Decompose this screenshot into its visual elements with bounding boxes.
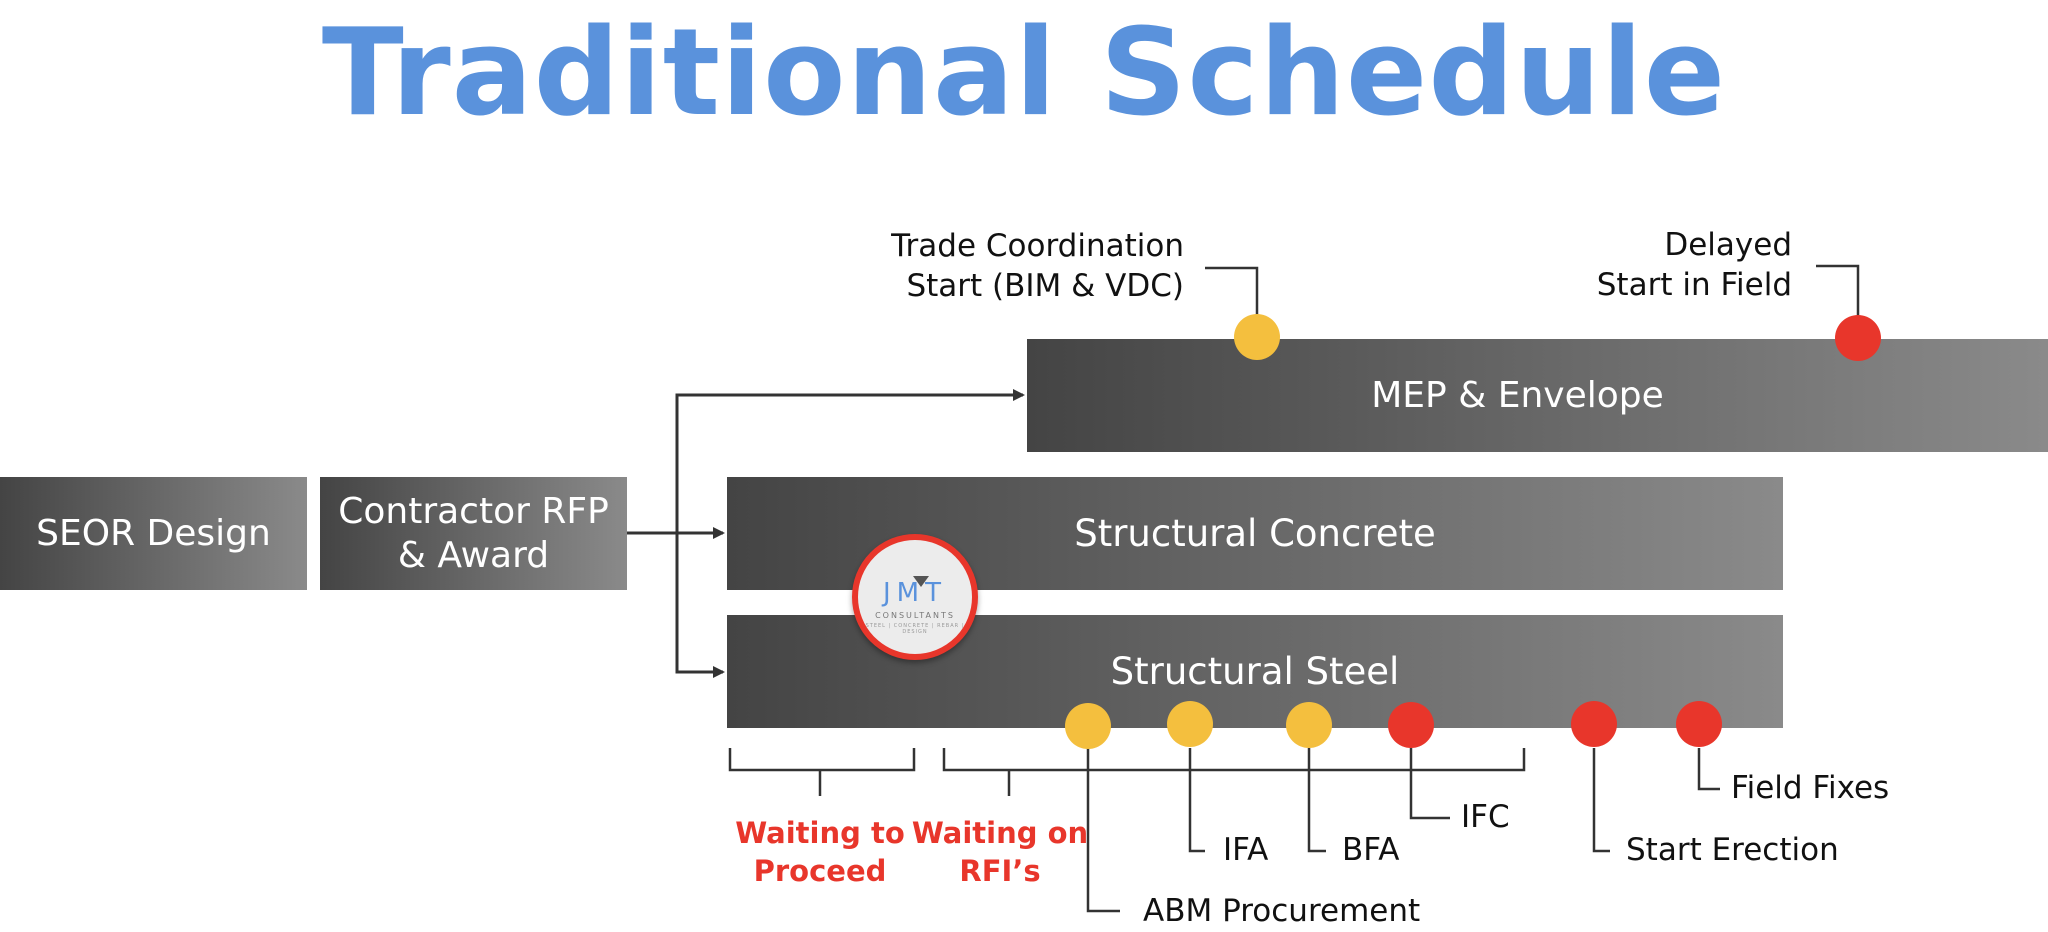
milestone-bfa-dot [1286, 702, 1332, 748]
contractor-rfp-label-line2: & Award [397, 534, 550, 576]
milestone-trade-coordination-dot [1234, 314, 1280, 360]
label-waiting-to-proceed: Waiting to Proceed [735, 816, 905, 888]
contractor-rfp-bar: Contractor RFP & Award [320, 477, 627, 590]
structural-steel-label: Structural Steel [1110, 650, 1400, 693]
mep-envelope-label: MEP & Envelope [1371, 375, 1664, 416]
leader-ifc [1409, 748, 1450, 820]
structural-concrete-label: Structural Concrete [1074, 512, 1436, 555]
milestone-ifc-dot [1388, 702, 1434, 748]
arrow-to-mep [675, 389, 1025, 533]
label-trade-coordination: Trade Coordination Start (BIM & VDC) [891, 228, 1184, 304]
milestone-abm-dot [1065, 703, 1111, 749]
label-bfa: BFA [1342, 832, 1400, 868]
leader-start-erection [1592, 748, 1610, 853]
leader-ifa [1188, 748, 1205, 853]
logo-tagline: STEEL | CONCRETE | REBAR | DESIGN [865, 623, 965, 635]
milestone-ifa-dot [1167, 701, 1213, 747]
logo-triangle-icon [913, 576, 929, 587]
leader-field-fixes [1697, 748, 1720, 791]
milestone-start-erection-dot [1571, 701, 1617, 747]
label-abm-procurement: ABM Procurement [1143, 893, 1421, 929]
seor-design-label: SEOR Design [36, 513, 271, 554]
label-field-fixes: Field Fixes [1731, 770, 1890, 806]
label-start-erection: Start Erection [1626, 832, 1839, 868]
leader-abm [1086, 748, 1120, 913]
leader-bfa [1307, 748, 1326, 853]
bracket-waiting-rfi [942, 748, 1526, 796]
milestone-delayed-start-dot [1835, 315, 1881, 361]
label-waiting-on-rfis: Waiting on RFI’s [911, 816, 1089, 888]
label-ifc: IFC [1461, 799, 1510, 835]
bracket-waiting-proceed [728, 748, 916, 796]
seor-design-bar: SEOR Design [0, 477, 307, 590]
logo-letters: JMT [883, 578, 947, 608]
leader-delayed [1816, 264, 1860, 316]
page-title: Traditional Schedule [321, 4, 1727, 143]
arrow-to-steel [675, 533, 725, 678]
mep-envelope-bar: MEP & Envelope [1027, 339, 2048, 452]
jmt-logo: JMT CONSULTANTS STEEL | CONCRETE | REBAR… [852, 534, 978, 660]
leader-trade [1205, 266, 1259, 315]
contractor-rfp-label-line1: Contractor RFP [338, 491, 609, 533]
label-delayed-start: Delayed Start in Field [1596, 227, 1792, 303]
logo-consultants: CONSULTANTS [875, 611, 955, 620]
milestone-field-fixes-dot [1676, 701, 1722, 747]
label-ifa: IFA [1223, 832, 1269, 868]
